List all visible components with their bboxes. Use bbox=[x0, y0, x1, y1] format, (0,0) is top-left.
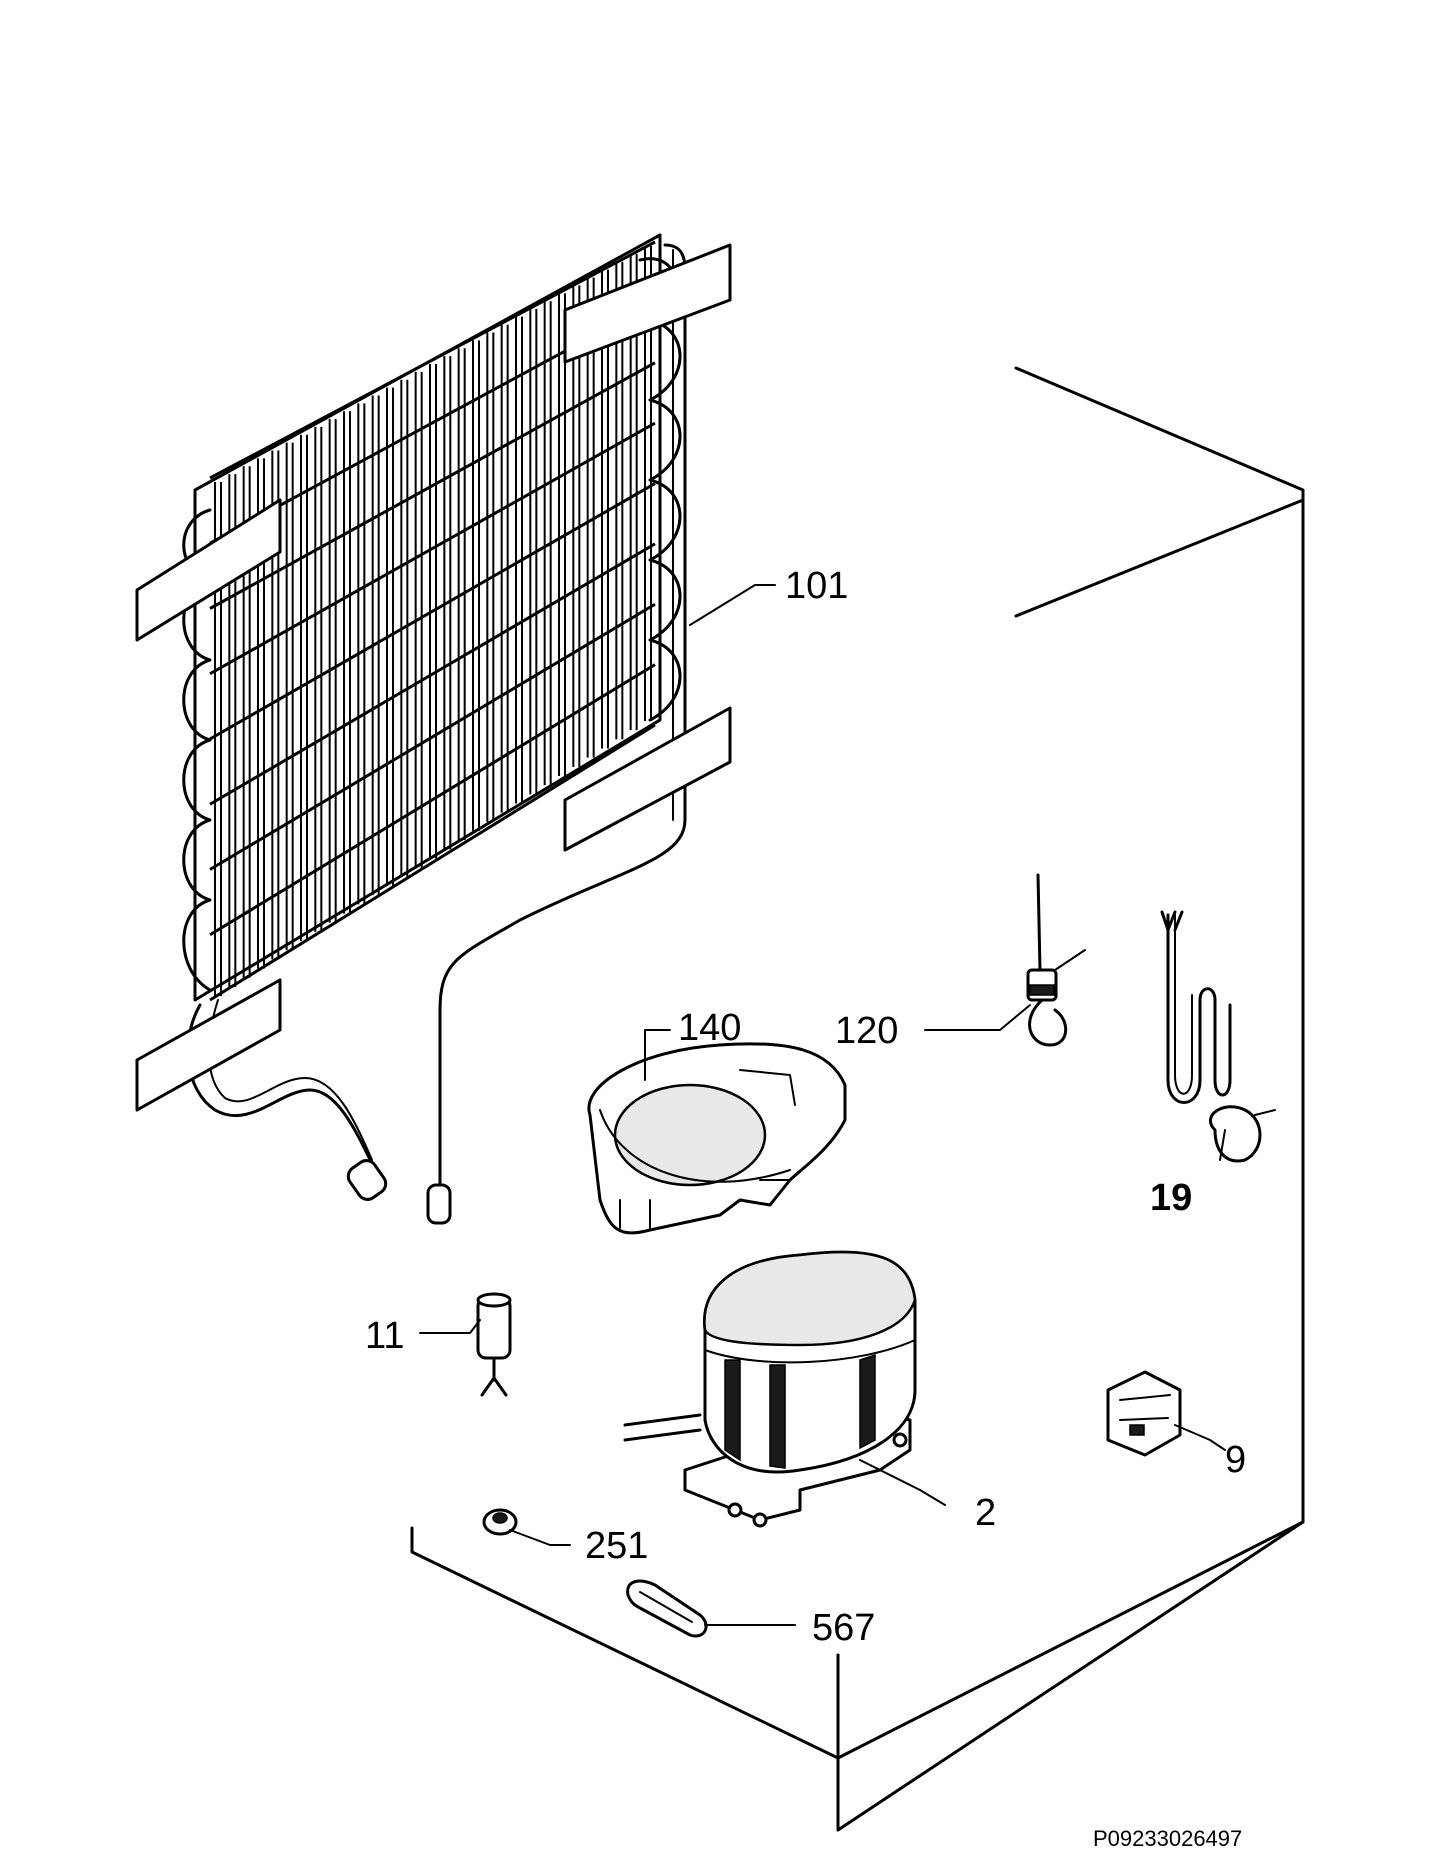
compressor bbox=[623, 1250, 917, 1528]
label-101: 101 bbox=[785, 565, 848, 607]
thermostat bbox=[1026, 873, 1086, 1047]
label-11: 11 bbox=[365, 1315, 404, 1357]
label-140: 140 bbox=[678, 1007, 741, 1049]
compressor-cover bbox=[587, 1042, 847, 1235]
cabinet-outline bbox=[410, 366, 1305, 1832]
leader-lines bbox=[419, 584, 1226, 1626]
condenser-brackets bbox=[135, 243, 732, 1112]
label-19: 19 bbox=[1150, 1177, 1192, 1219]
condenser-tube-row bbox=[209, 361, 656, 610]
relay-part bbox=[476, 1292, 512, 1397]
condenser-tube-row bbox=[209, 542, 656, 806]
grommet bbox=[482, 1508, 518, 1536]
condenser-tube-row bbox=[209, 240, 656, 480]
label-567: 567 bbox=[812, 1607, 875, 1649]
condenser-tube-row bbox=[209, 421, 656, 676]
condenser-tube-row bbox=[209, 663, 656, 937]
condenser-tube-row bbox=[209, 723, 656, 1002]
label-120: 120 bbox=[835, 1010, 898, 1052]
power-cord bbox=[1160, 910, 1276, 1163]
clip bbox=[626, 1579, 708, 1638]
condenser-wire-grid bbox=[209, 240, 656, 1002]
label-251: 251 bbox=[585, 1525, 648, 1567]
drawing-code: P09233026497 bbox=[1093, 1826, 1242, 1851]
label-2: 2 bbox=[975, 1492, 996, 1534]
label-9: 9 bbox=[1225, 1439, 1246, 1481]
overload-relay bbox=[1106, 1370, 1182, 1457]
condenser-tube-row bbox=[209, 482, 656, 741]
condenser-tube-row bbox=[209, 602, 656, 871]
